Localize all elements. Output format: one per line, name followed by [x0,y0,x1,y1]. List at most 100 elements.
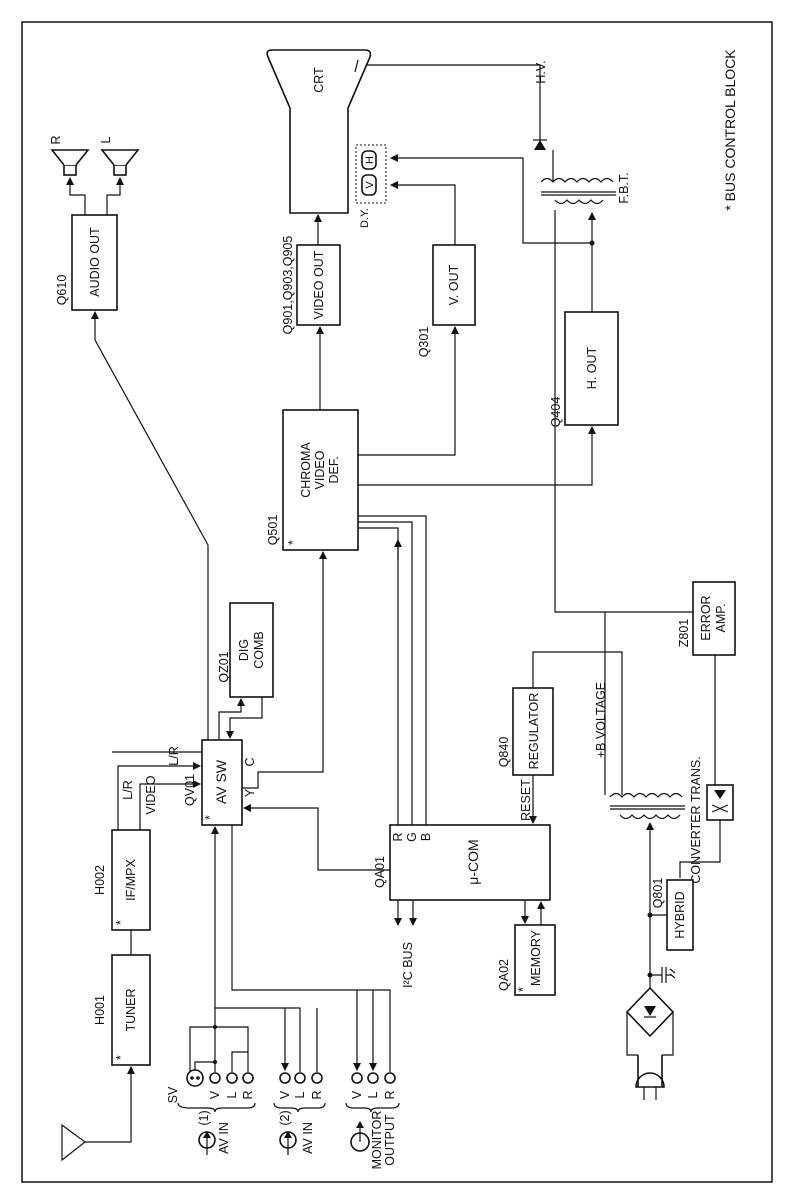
av2-connectors [279,1072,323,1084]
av2-brace [273,1102,326,1113]
power-plug-icon [635,1055,665,1100]
ifmpx-block [111,829,151,931]
monitor-brace [345,1102,400,1113]
bridge-rectifier-icon [625,986,675,1056]
sv-jack [186,1069,204,1087]
video-out-ref: Q901,Q903,Q905 [281,236,295,335]
optocoupler-icon [706,784,734,821]
error-amp-block [692,581,736,656]
audio-out-block [71,214,118,311]
memory-block [514,924,556,996]
av-switch-label: AV SW [213,759,229,804]
monitor-r-label: R [383,1090,397,1099]
monitor-output-icon [350,1121,370,1152]
tuner-star: * [114,1055,128,1060]
av-switch-pin-y: Y [243,788,257,797]
crt-label: CRT [312,67,326,93]
av2-r-jack [311,1072,323,1084]
hybrid-label: HYBRID [673,891,687,938]
ifmpx-ref: H002 [93,865,107,895]
b-voltage-label: +B VOLTAGE [594,682,608,758]
dig-comb-line1: DIG [237,639,251,661]
av2-l-jack [294,1072,306,1084]
mcom-label: μ-COM [465,839,481,884]
micro-computer-block [389,824,551,901]
h-out-ref: Q404 [549,397,563,428]
crt-anode [354,59,359,73]
av1-sv-label: SV [166,1086,180,1103]
av1-v-label: V [208,1090,222,1099]
regulator-label: REGULATOR [527,693,541,770]
antenna-icon [61,1123,86,1162]
av-in-2-label: AV IN [301,1122,315,1154]
monitor-output-line1: MONITOR [370,1111,384,1170]
av-in-2-number: (2) [278,1110,292,1125]
ifmpx-label: IF/MPX [124,859,138,901]
av-switch-lr-input: L/R [167,746,181,765]
capacitor-icon [650,967,676,983]
memory-label: MEMORY [529,929,543,986]
i2c-bus-label: I²C BUS [401,942,415,988]
av1-l-label: L [225,1091,239,1098]
frame-border [21,21,773,1183]
hybrid-block [666,879,694,951]
speaker-right-label: R [49,135,63,144]
regulator-block [512,687,554,776]
hybrid-ref: Q801 [651,878,665,909]
chroma-star: * [286,540,300,545]
reset-label: RESET [519,779,533,821]
error-amp-line2: AMP. [714,604,728,633]
dig-comb-ref: QZ01 [217,651,231,682]
video-out-block [296,244,341,326]
av2-v-label: V [278,1090,292,1099]
chroma-line2: VIDEO [313,450,327,489]
monitor-r-jack [384,1072,396,1084]
av-in-2-icon [279,1131,297,1155]
av1-r-jack [242,1072,254,1084]
monitor-output-line2: OUTPUT [383,1114,397,1166]
av1-l-jack [226,1072,238,1084]
dy-h-coil [361,150,377,170]
flyback-transformer [540,177,616,205]
mcom-pin-b: B [419,833,433,841]
monitor-v-jack [351,1072,363,1084]
tuner-block [111,954,151,1066]
dy-v-coil [361,174,377,196]
chroma-line1: CHROMA [299,442,313,498]
monitor-l-jack [367,1072,379,1084]
v-out-block [432,244,476,326]
speaker-left-label: L [99,136,113,143]
av-switch-ref: QV01 [183,774,197,806]
monitor-connectors [351,1072,396,1084]
av-switch-pin-c: C [243,757,257,766]
memory-ref: QA02 [497,959,511,991]
video-out-label: VIDEO OUT [312,250,326,319]
crt-tube [266,49,372,214]
av2-r-label: R [310,1090,324,1099]
av1-v-jack [209,1072,221,1084]
v-out-label: V. OUT [447,264,461,305]
dig-comb-line2: COMB [252,631,266,669]
tuner-ref: H001 [93,995,107,1025]
av1-connectors [186,1069,254,1087]
audio-out-label: AUDIO OUT [88,227,102,297]
mcom-ref: QA01 [373,856,387,888]
av2-v-jack [279,1072,291,1084]
converter-trans-label: CONVERTER TRANS. [689,756,703,883]
lr-signal-label: L/R [121,780,135,799]
chroma-line3: DEF. [327,456,341,483]
tuner-label: TUNER [124,988,138,1031]
converter-transformer [609,792,685,820]
chroma-ref: Q501 [266,515,280,546]
memory-star: * [516,987,530,992]
dy-h-label: H [364,156,376,164]
monitor-v-label: V [350,1090,364,1099]
h-out-label: H. OUT [585,346,599,389]
av1-brace [177,1102,256,1113]
video-signal-label: VIDEO [144,775,158,814]
h-out-block [564,311,619,426]
wiring [66,64,721,1143]
hv-label: H.V. [534,60,548,83]
av1-r-label: R [241,1090,255,1099]
